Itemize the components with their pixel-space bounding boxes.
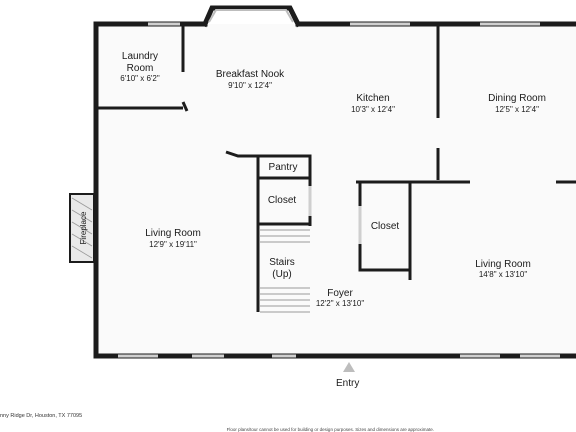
living-right-dim: 14'8" x 13'10" bbox=[479, 270, 527, 279]
kitchen-dim: 10'3" x 12'4" bbox=[351, 105, 395, 114]
floor-area bbox=[96, 24, 576, 356]
breakfast-dim: 9'10" x 12'4" bbox=[228, 81, 272, 90]
living-left-name: Living Room bbox=[145, 228, 201, 239]
foyer-name: Foyer bbox=[327, 288, 353, 299]
laundry-dim: 6'10" x 6'2" bbox=[120, 74, 160, 83]
stairs-name-1: Stairs bbox=[269, 257, 295, 268]
stairs-treads bbox=[260, 229, 310, 313]
laundry-name-1: Laundry bbox=[122, 51, 158, 62]
bay-window bbox=[208, 9, 294, 23]
kitchen-name: Kitchen bbox=[356, 93, 389, 104]
disclaimer-text: Floor plans/tour cannot be used for buil… bbox=[226, 427, 434, 432]
entry-arrow-icon bbox=[343, 362, 355, 372]
windows bbox=[118, 22, 560, 358]
stairs-name-2: (Up) bbox=[272, 269, 291, 280]
door-openings bbox=[308, 186, 362, 244]
closet1-name: Closet bbox=[268, 195, 297, 206]
dining-dim: 12'5" x 12'4" bbox=[495, 105, 539, 114]
living-right-name: Living Room bbox=[475, 259, 531, 270]
closet2-name: Closet bbox=[371, 221, 400, 232]
dining-name: Dining Room bbox=[488, 93, 546, 104]
living-left-dim: 12'9" x 19'11" bbox=[149, 240, 197, 249]
fireplace-label: Fireplace bbox=[79, 211, 88, 244]
breakfast-name: Breakfast Nook bbox=[216, 69, 285, 80]
fireplace-hatch bbox=[71, 197, 93, 259]
entry-label: Entry bbox=[336, 378, 360, 389]
address-text: nny Ridge Dr, Houston, TX 77095 bbox=[0, 413, 83, 419]
foyer-dim: 12'2" x 13'10" bbox=[316, 299, 364, 308]
pantry-name: Pantry bbox=[269, 162, 298, 173]
laundry-name-2: Room bbox=[127, 63, 154, 74]
